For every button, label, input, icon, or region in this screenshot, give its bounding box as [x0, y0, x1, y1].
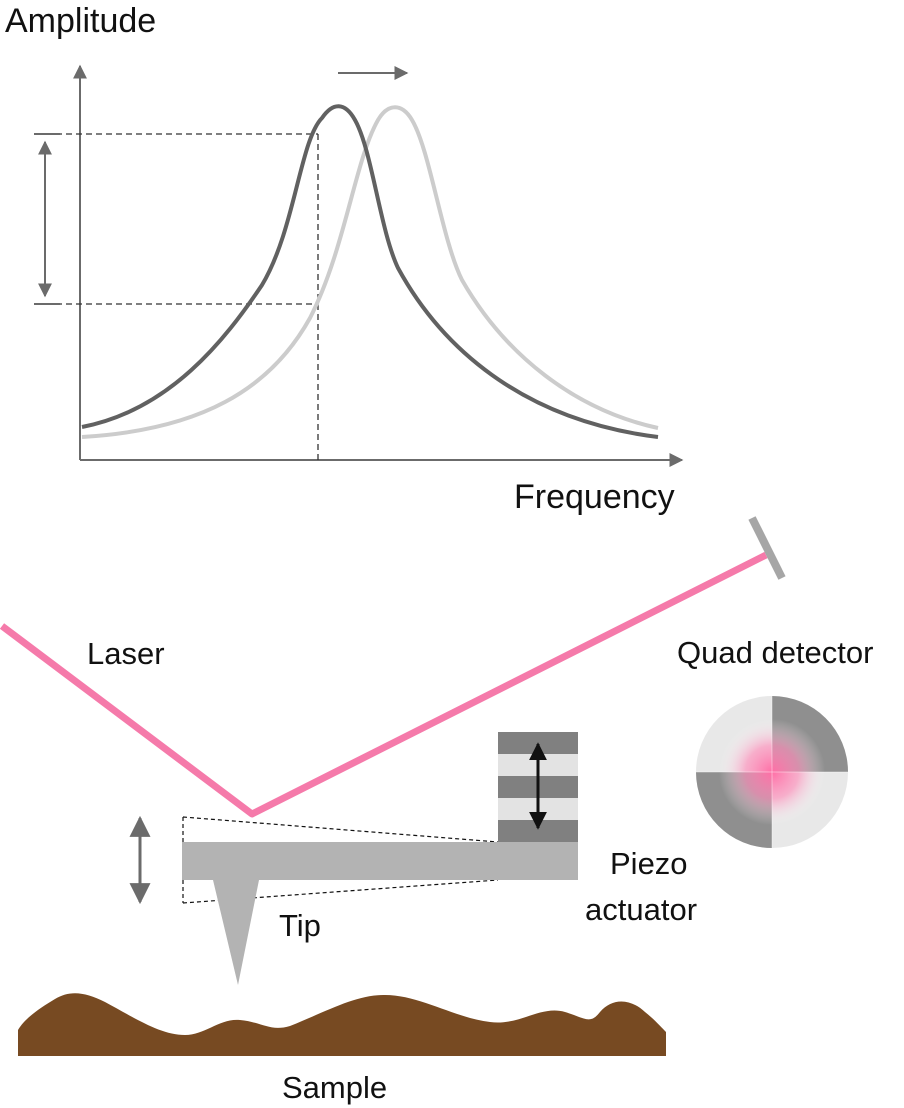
resonance-graph: Amplitude Frequency: [5, 2, 684, 516]
piezo-label-line2: actuator: [585, 892, 697, 927]
sample-surface: [18, 993, 666, 1056]
tip-label: Tip: [279, 908, 321, 943]
mirror: [748, 516, 786, 580]
sample-label: Sample: [282, 1070, 387, 1105]
quad-detector-label: Quad detector: [677, 635, 873, 670]
piezo-label-line1: Piezo: [610, 846, 688, 881]
piezo-actuator: [498, 732, 578, 842]
x-axis-label: Frequency: [514, 478, 675, 516]
y-axis-label: Amplitude: [5, 2, 156, 40]
cantilever: [129, 815, 578, 985]
resonance-curve-original: [81, 104, 659, 439]
resonance-curve-shifted: [81, 105, 659, 439]
afm-tip: [213, 880, 259, 985]
laser-beam: [0, 551, 768, 818]
dashed-guides: [36, 133, 319, 460]
amplitude-change-arrow: [34, 133, 60, 305]
quad-detector: [696, 696, 848, 848]
laser-label: Laser: [87, 636, 165, 671]
